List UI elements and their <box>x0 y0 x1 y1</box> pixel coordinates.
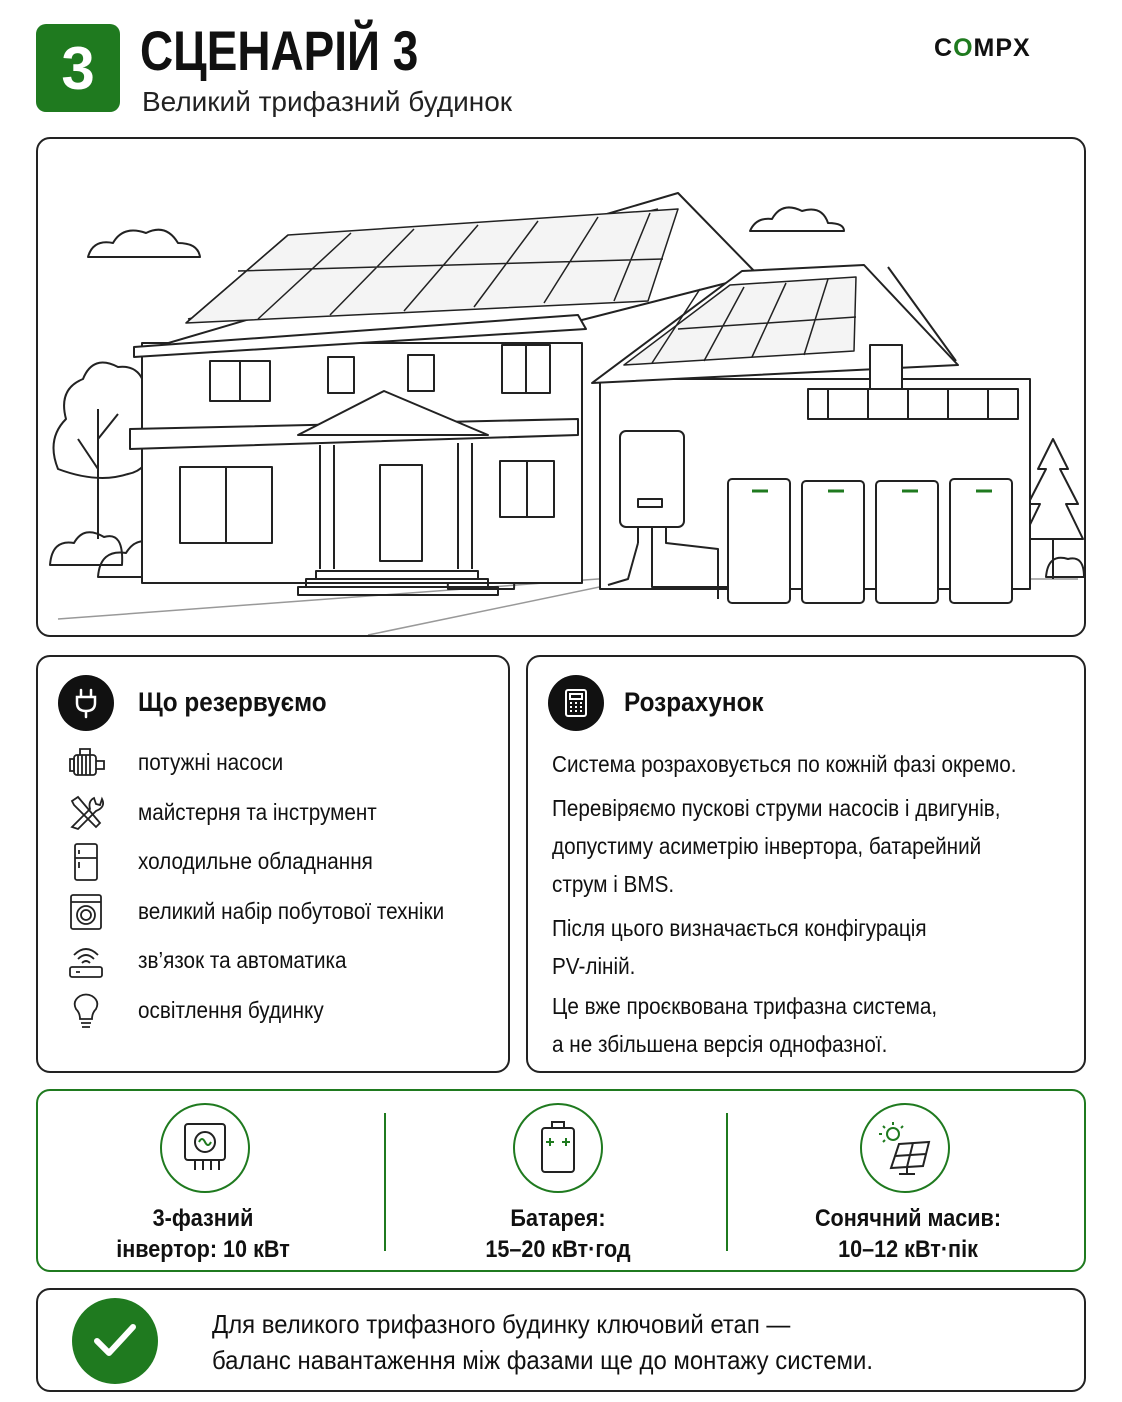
list-item-label: холодильне обладнання <box>138 848 373 874</box>
reserve-title: Що резервуємо <box>138 687 327 717</box>
checkmark-icon <box>72 1298 158 1384</box>
list-item-label: великий набір побутової техніки <box>138 898 445 924</box>
list-item-label: зв’язок та автоматика <box>138 947 347 973</box>
fridge-icon <box>74 843 98 881</box>
list-item-label: потужні насоси <box>138 749 284 775</box>
calc-line: Перевіряємо пускові струми насосів і дви… <box>552 795 1001 821</box>
page-title: СЦЕНАРІЙ 3 <box>140 19 419 82</box>
calculator-icon <box>548 675 604 731</box>
pump-icon <box>69 748 105 776</box>
washing-machine-icon <box>70 894 102 930</box>
tools-icon <box>70 795 105 831</box>
list-item-label: освітлення будинку <box>138 997 324 1023</box>
lightbulb-icon <box>73 993 99 1028</box>
conclusion-note: Для великого трифазного будинку ключовий… <box>36 1288 1086 1392</box>
list-item: холодильне обладнання <box>58 840 498 884</box>
list-item: освітлення будинку <box>58 989 498 1033</box>
calc-line: а не збільшена версія однофазної. <box>552 1031 888 1057</box>
spec-label: Батарея: 15–20 кВт·год <box>485 1205 631 1263</box>
specs-panel: 3-фазний інвертор: 10 кВт Батарея: 15–20… <box>36 1089 1086 1272</box>
spec-solar: Сонячний масив: 10–12 кВт·пік <box>730 1091 1086 1274</box>
compx-logo: COMPX <box>934 34 1031 62</box>
calc-line: струм і BMS. <box>552 871 675 897</box>
spec-battery: Батарея: 15–20 кВт·год <box>388 1091 728 1274</box>
wall-inverter <box>607 430 728 599</box>
calc-line: Це вже проєквована трифазна система, <box>552 993 938 1019</box>
spec-label: 3-фазний інвертор: 10 кВт <box>116 1205 290 1263</box>
calc-line: Після цього визначається конфігурація <box>552 915 927 941</box>
calculation-title: Розрахунок <box>624 687 764 717</box>
calculation-card: Розрахунок Система розраховується по кож… <box>526 655 1086 1073</box>
tree-left <box>52 361 156 539</box>
router-icon <box>69 948 103 978</box>
calc-line: PV-ліній. <box>552 953 636 979</box>
house-illustration <box>36 137 1086 637</box>
list-item: великий набір побутової техніки <box>58 890 498 934</box>
header: 3 СЦЕНАРІЙ 3 Великий трифазний будинок C… <box>0 0 1122 130</box>
plug-icon <box>58 675 114 731</box>
badge-number: 3 <box>61 34 95 102</box>
roof-solar-array <box>185 208 679 324</box>
spec-label: Сонячний масив: 10–12 кВт·пік <box>814 1205 1002 1263</box>
battery-icon <box>513 1103 603 1193</box>
spec-inverter: 3-фазний інвертор: 10 кВт <box>38 1091 368 1274</box>
annex-solar-array <box>623 276 857 366</box>
reserve-card: Що резервуємо потужні насоси майстерня т… <box>36 655 510 1073</box>
battery-units <box>727 478 1013 604</box>
divider <box>384 1113 386 1251</box>
conclusion-text: Для великого трифазного будинку ключовий… <box>212 1309 873 1375</box>
scenario-badge: 3 <box>36 24 120 112</box>
list-item: потужні насоси <box>58 741 498 785</box>
calc-line: допустиму асиметрію інвертора, батарейни… <box>552 833 982 859</box>
calc-line: Система розраховується по кожній фазі ок… <box>552 751 1017 777</box>
list-item-label: майстерня та інструмент <box>138 799 377 825</box>
list-item: майстерня та інструмент <box>58 791 498 835</box>
solar-panel-icon <box>860 1103 950 1193</box>
inverter-icon <box>160 1103 250 1193</box>
divider <box>726 1113 728 1251</box>
list-item: зв’язок та автоматика <box>58 939 498 983</box>
page-subtitle: Великий трифазний будинок <box>142 86 513 117</box>
